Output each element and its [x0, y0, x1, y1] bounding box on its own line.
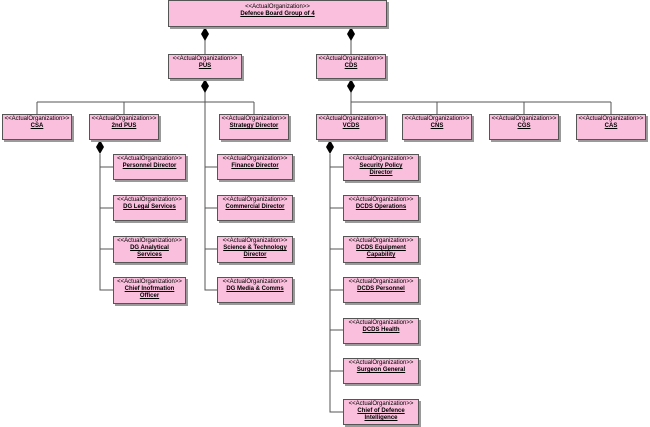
org-node-root[interactable]: <<ActualOrganization>> Defence Board Gro… [168, 0, 387, 27]
stereotype-label: <<ActualOrganization>> [348, 320, 414, 326]
org-node-strategy-director[interactable]: <<ActualOrganization>> Strategy Director [219, 114, 289, 140]
stereotype-label: <<ActualOrganization>> [348, 279, 414, 285]
org-node-vcds[interactable]: <<ActualOrganization>> VCDS [316, 114, 386, 140]
stereotype-label: <<ActualOrganization>> [222, 279, 288, 285]
stereotype-label: <<ActualOrganization>> [117, 279, 182, 285]
diamond-root-cds [347, 27, 355, 41]
org-node-cas[interactable]: <<ActualOrganization>> CAS [576, 114, 646, 140]
connector-vcds-bus [329, 154, 343, 413]
stereotype-label: <<ActualOrganization>> [172, 56, 238, 62]
node-name: DCDS Health [362, 327, 400, 333]
stereotype-label: <<ActualOrganization>> [117, 238, 182, 244]
stereotype-label: <<ActualOrganization>> [91, 116, 157, 122]
org-node-dg-analytical-services[interactable]: <<ActualOrganization>> DG Analytical Ser… [113, 236, 186, 263]
stereotype-label: <<ActualOrganization>> [318, 116, 384, 122]
stereotype-label: <<ActualOrganization>> [4, 116, 70, 122]
node-name: CSA [30, 123, 44, 129]
stereotype-label: <<ActualOrganization>> [348, 156, 414, 162]
org-node-pus[interactable]: <<ActualOrganization>> PUS [168, 54, 242, 79]
org-node-cds[interactable]: <<ActualOrganization>> CDS [316, 54, 386, 79]
stereotype-label: <<ActualOrganization>> [222, 156, 288, 162]
connector-2ndpus-bus [99, 154, 113, 291]
stereotype-label: <<ActualOrganization>> [222, 197, 288, 203]
stereotype-label: <<ActualOrganization>> [348, 197, 414, 203]
node-name: DCDS Personnel [357, 286, 405, 292]
org-node-chief-of-defence-intelligence[interactable]: <<ActualOrganization>> Chief of Defence … [343, 399, 419, 425]
org-node-dcds-health[interactable]: <<ActualOrganization>> DCDS Health [343, 318, 419, 344]
diamond-pus [201, 79, 209, 93]
org-node-science-technology-director[interactable]: <<ActualOrganization>> Science & Technol… [217, 236, 293, 263]
diamond-vcds [326, 140, 334, 154]
org-node-dcds-operations[interactable]: <<ActualOrganization>> DCDS Operations [343, 195, 419, 221]
node-name: Commercial Director [225, 204, 285, 210]
node-name: 2nd PUS [111, 123, 137, 129]
stereotype-label: <<ActualOrganization>> [578, 116, 644, 122]
node-name: CGS [517, 123, 531, 129]
org-node-dcds-equipment-capability[interactable]: <<ActualOrganization>> DCDS Equipment Ca… [343, 236, 419, 263]
node-name: CDS [344, 63, 358, 69]
org-node-cgs[interactable]: <<ActualOrganization>> CGS [489, 114, 559, 140]
stereotype-label: <<ActualOrganization>> [491, 116, 557, 122]
stereotype-label: <<ActualOrganization>> [348, 360, 414, 366]
org-node-security-policy-director[interactable]: <<ActualOrganization>> Security Policy D… [343, 154, 419, 181]
stereotype-label: <<ActualOrganization>> [348, 401, 414, 407]
stereotype-label: <<ActualOrganization>> [404, 116, 470, 122]
node-name: CNS [430, 123, 444, 129]
stereotype-label: <<ActualOrganization>> [222, 238, 288, 244]
stereotype-label: <<ActualOrganization>> [221, 116, 287, 122]
node-name: Science & Technology Director [223, 245, 287, 258]
org-node-finance-director[interactable]: <<ActualOrganization>> Finance Director [217, 154, 293, 180]
org-node-commercial-director[interactable]: <<ActualOrganization>> Commercial Direct… [217, 195, 293, 221]
stereotype-label: <<ActualOrganization>> [348, 238, 414, 244]
node-name: CAS [604, 123, 618, 129]
diamond-cds [347, 79, 355, 93]
stereotype-label: <<ActualOrganization>> [117, 156, 182, 162]
node-name: PUS [198, 63, 212, 69]
org-node-dg-legal-services[interactable]: <<ActualOrganization>> DG Legal Services [113, 195, 186, 221]
node-name: Chief of Defence Intelligence [357, 408, 405, 421]
org-node-personnel-director[interactable]: <<ActualOrganization>> Personnel Directo… [113, 154, 186, 180]
connector-pus-staff [204, 102, 217, 291]
diamond-root-pus [201, 27, 209, 41]
node-name: Finance Director [231, 163, 279, 169]
stereotype-label: <<ActualOrganization>> [117, 197, 182, 203]
org-node-dg-media-comms[interactable]: <<ActualOrganization>> DG Media & Comms [217, 277, 293, 303]
org-node-csa[interactable]: <<ActualOrganization>> CSA [2, 114, 72, 140]
node-name: DCDS Operations [355, 204, 407, 210]
org-node-2nd-pus[interactable]: <<ActualOrganization>> 2nd PUS [89, 114, 159, 140]
org-node-cns[interactable]: <<ActualOrganization>> CNS [402, 114, 472, 140]
node-name: Chief Inofrmation Officer [124, 286, 175, 299]
node-name: DG Media & Comms [226, 286, 284, 292]
node-name: Security Policy Director [359, 163, 403, 176]
org-node-surgeon-general[interactable]: <<ActualOrganization>> Surgeon General [343, 358, 419, 384]
stereotype-label: <<ActualOrganization>> [318, 56, 384, 62]
node-name: Surgeon General [356, 367, 406, 373]
node-name: Personnel Director [122, 163, 177, 169]
node-name: Strategy Director [229, 123, 279, 129]
stereotype-label: <<ActualOrganization>> [245, 4, 310, 10]
node-name: DG Legal Services [123, 204, 176, 210]
node-name: DG Analytical Services [130, 245, 169, 258]
node-name: DCDS Equipment Capability [356, 245, 406, 258]
diamond-2ndpus [96, 140, 104, 154]
org-node-chief-information-officer[interactable]: <<ActualOrganization>> Chief Inofrmation… [113, 277, 186, 304]
node-name: VCDS [342, 123, 360, 129]
node-name: Defence Board Group of 4 [240, 11, 315, 17]
org-node-dcds-personnel[interactable]: <<ActualOrganization>> DCDS Personnel [343, 277, 419, 303]
